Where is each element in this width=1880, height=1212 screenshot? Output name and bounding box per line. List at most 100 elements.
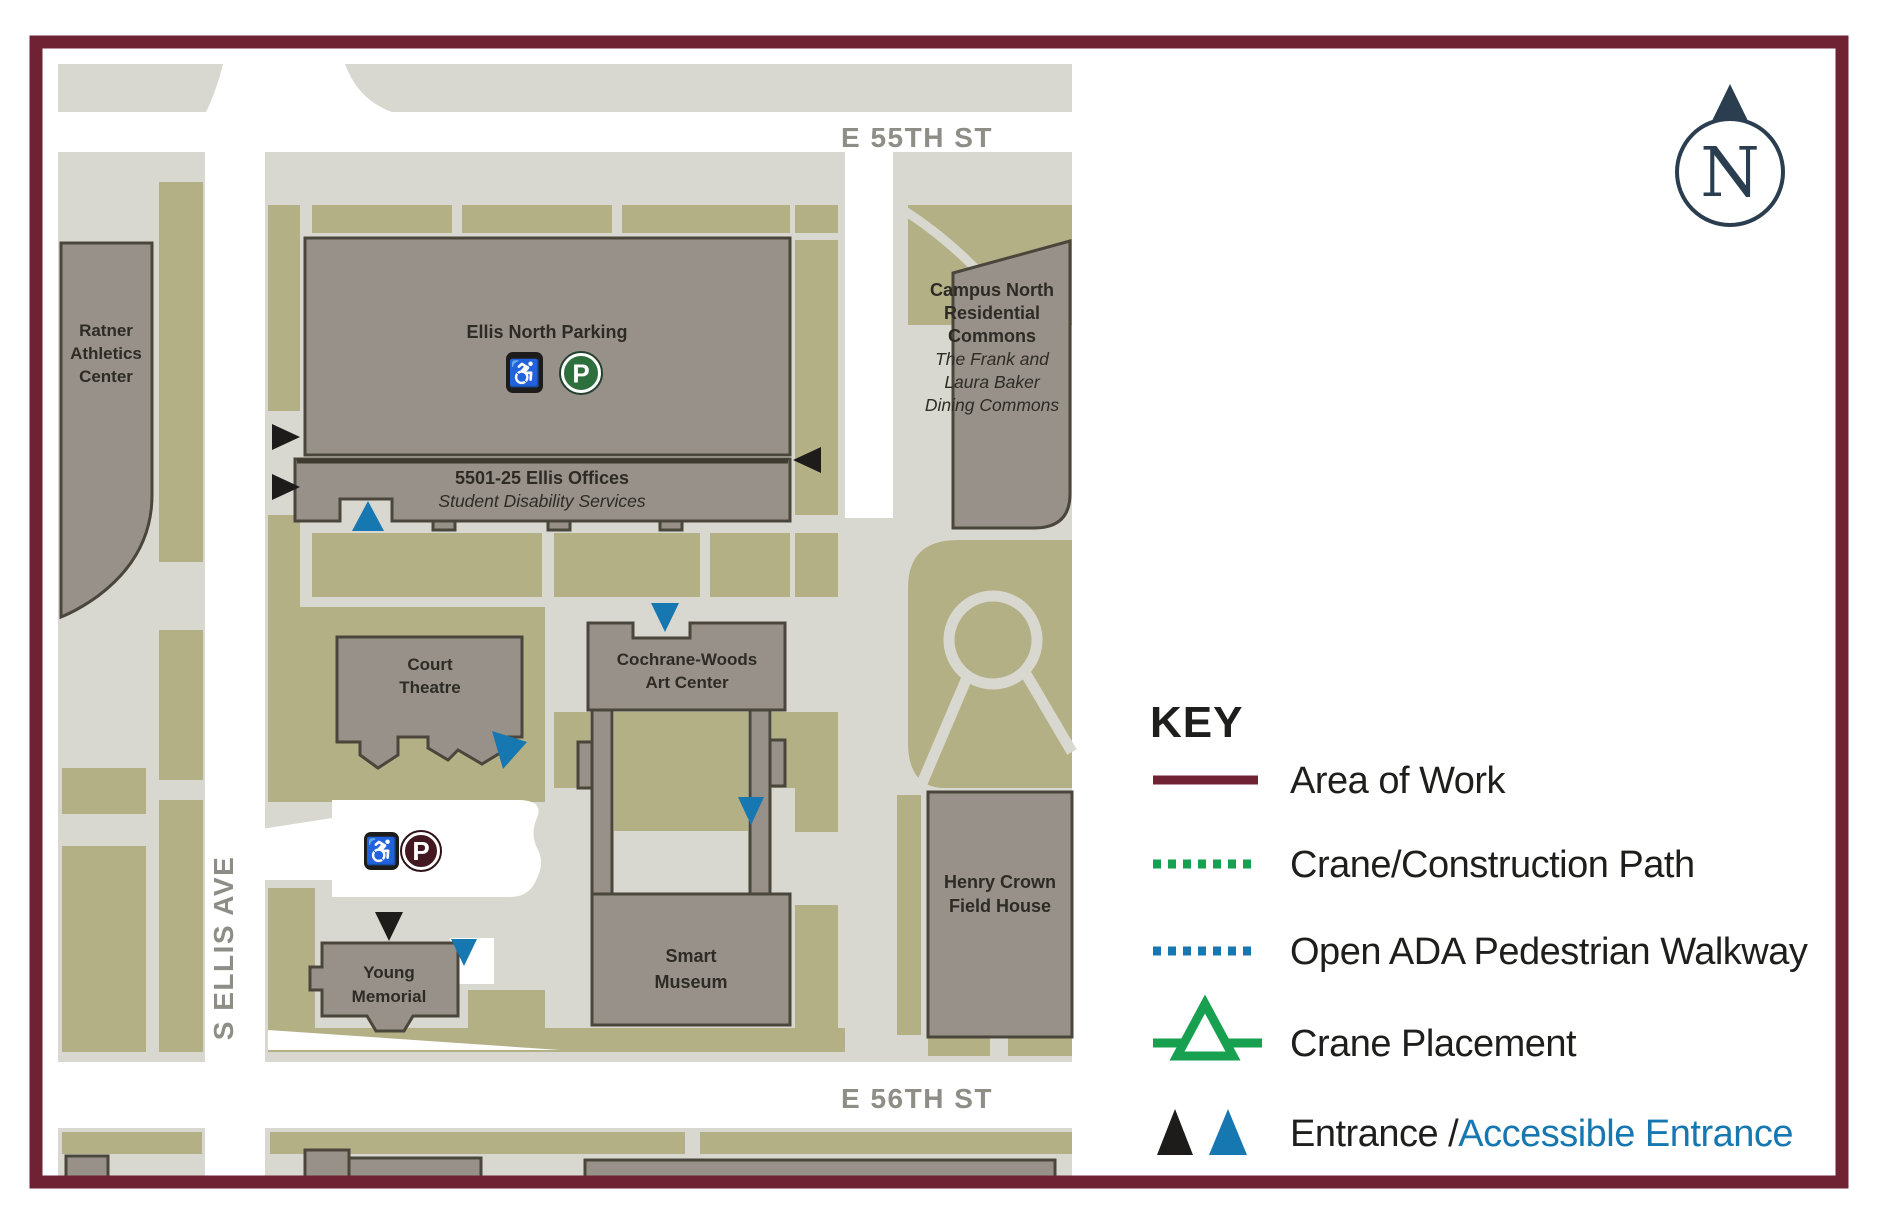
- accessible-parking-icon: ♿: [506, 352, 543, 393]
- lawn: [622, 205, 790, 233]
- legend: KEY Area of Work Crane/Construction Path…: [1150, 698, 1808, 1155]
- lawn: [795, 712, 838, 832]
- building-corridor-tab: [576, 740, 594, 790]
- label-young-memorial: Young: [363, 963, 415, 982]
- svg-text:Art Center: Art Center: [645, 673, 729, 692]
- lawn: [312, 205, 452, 233]
- lawn: [462, 205, 612, 233]
- label-e56th-st: E 56TH ST: [841, 1083, 993, 1114]
- lawn: [270, 1132, 685, 1154]
- lawns: [62, 182, 1077, 1154]
- svg-text:Dining Commons: Dining Commons: [925, 395, 1059, 415]
- garden-diagonal-path: [1021, 671, 1077, 755]
- lawn: [268, 205, 300, 411]
- building-corridor-tab: [768, 738, 787, 788]
- svg-text:Athletics: Athletics: [70, 344, 142, 363]
- legend-label-entrance: Entrance /Accessible Entrance: [1290, 1113, 1793, 1155]
- area-of-work-border: [29, 35, 1849, 1189]
- building-ratner: [59, 241, 154, 620]
- svg-text:Museum: Museum: [654, 972, 727, 992]
- street-e55th: [58, 112, 1072, 152]
- north-sidewalk-west: [58, 64, 223, 112]
- label-court-theatre: Court: [407, 655, 453, 674]
- street-labels: E 55TH ST E 56TH ST S ELLIS AVE: [208, 122, 993, 1114]
- entrance-triangle-young: [375, 912, 403, 941]
- lawn: [62, 768, 146, 814]
- parking-icon-maroon: P: [400, 830, 442, 872]
- legend-title: KEY: [1150, 698, 1243, 747]
- svg-text:The Frank and: The Frank and: [935, 349, 1050, 369]
- svg-text:♿: ♿: [508, 358, 540, 388]
- building-ellis-offices: [293, 457, 792, 523]
- legend-entrance-triangle-icon: [1157, 1109, 1193, 1155]
- lawn: [62, 1132, 202, 1154]
- legend-label-area-of-work: Area of Work: [1290, 760, 1507, 802]
- lawn: [795, 533, 838, 597]
- north-sidewalk-east: [345, 64, 1072, 112]
- label-ellis-offices-sub: Student Disability Services: [438, 491, 645, 511]
- accessible-entrance-triangle-court: [492, 731, 527, 769]
- garden-diagonal-path: [914, 677, 972, 791]
- building-young-memorial: [308, 941, 460, 1033]
- svg-text:Theatre: Theatre: [399, 678, 460, 697]
- street-e56th: [58, 1062, 1072, 1128]
- lawn: [795, 205, 838, 233]
- building-ellis-offices-tab: [658, 519, 684, 532]
- lawn: [159, 630, 203, 780]
- entrance-markers: [272, 424, 821, 966]
- lawn: [268, 515, 300, 607]
- compass-needle-icon: [1710, 84, 1750, 125]
- lawn-courtyard: [614, 712, 748, 831]
- accessible-entrance-triangle-offices: [352, 501, 384, 531]
- lawn: [700, 1132, 1072, 1154]
- label-e55th-st: E 55TH ST: [841, 122, 993, 153]
- building-ellis-offices-tab: [546, 519, 572, 532]
- svg-text:P: P: [412, 836, 429, 866]
- building-campus-north: [951, 239, 1072, 530]
- svg-text:Commons: Commons: [948, 326, 1036, 346]
- legend-label-crane-placement: Crane Placement: [1290, 1023, 1577, 1065]
- lawn: [1008, 1036, 1072, 1056]
- legend-label-crane-path: Crane/Construction Path: [1290, 844, 1695, 886]
- accessible-parking-icon-young: ♿: [364, 832, 399, 870]
- buildings: [59, 236, 1074, 1182]
- streets: [58, 112, 1072, 1180]
- lawn: [159, 182, 203, 562]
- lawn: [62, 846, 146, 1052]
- building-corridor-west: [590, 708, 614, 896]
- building-henry-crown: [926, 790, 1074, 1039]
- legend-accessible-entrance-triangle-icon: [1209, 1109, 1247, 1155]
- building-cochrane-woods: [586, 621, 787, 712]
- building-labels: Ratner Athletics Center Ellis North Park…: [70, 280, 1059, 1006]
- compass-circle: [1675, 117, 1785, 227]
- lawn: [928, 1036, 990, 1056]
- lawn: [795, 240, 838, 515]
- lawn: [710, 533, 790, 597]
- label-smart-museum: Smart: [665, 946, 716, 966]
- label-s-ellis-ave: S ELLIS AVE: [208, 856, 239, 1041]
- accessible-entrance-triangle-cochrane: [651, 603, 679, 632]
- svg-text:Laura Baker: Laura Baker: [944, 372, 1041, 392]
- label-cochrane-woods: Cochrane-Woods: [617, 650, 757, 669]
- street-inner: [845, 152, 893, 518]
- svg-text:P: P: [572, 359, 589, 389]
- label-ellis-offices: 5501-25 Ellis Offices: [455, 468, 629, 488]
- svg-text:Field House: Field House: [949, 896, 1051, 916]
- legend-swatch-crane-placement-icon: [1153, 994, 1262, 1061]
- diagonal-walk: [268, 1030, 560, 1050]
- svg-text:Center: Center: [79, 367, 133, 386]
- map-icons: ♿ P ♿ P: [364, 351, 603, 872]
- label-campus-north: Campus North: [930, 280, 1054, 300]
- lawn: [897, 795, 921, 1035]
- building-ellis-offices-tab: [431, 519, 457, 532]
- lawn: [268, 888, 315, 1052]
- street-s-ellis: [205, 152, 265, 1180]
- entrance-triangle-parking-west-1: [272, 424, 300, 450]
- building-ellis-north-parking: [303, 236, 792, 457]
- entrance-triangle-offices-east: [793, 447, 821, 473]
- parking-icon-green: P: [559, 351, 603, 395]
- accessible-entrance-triangle-corridor: [738, 797, 764, 825]
- svg-text:♿: ♿: [365, 836, 397, 866]
